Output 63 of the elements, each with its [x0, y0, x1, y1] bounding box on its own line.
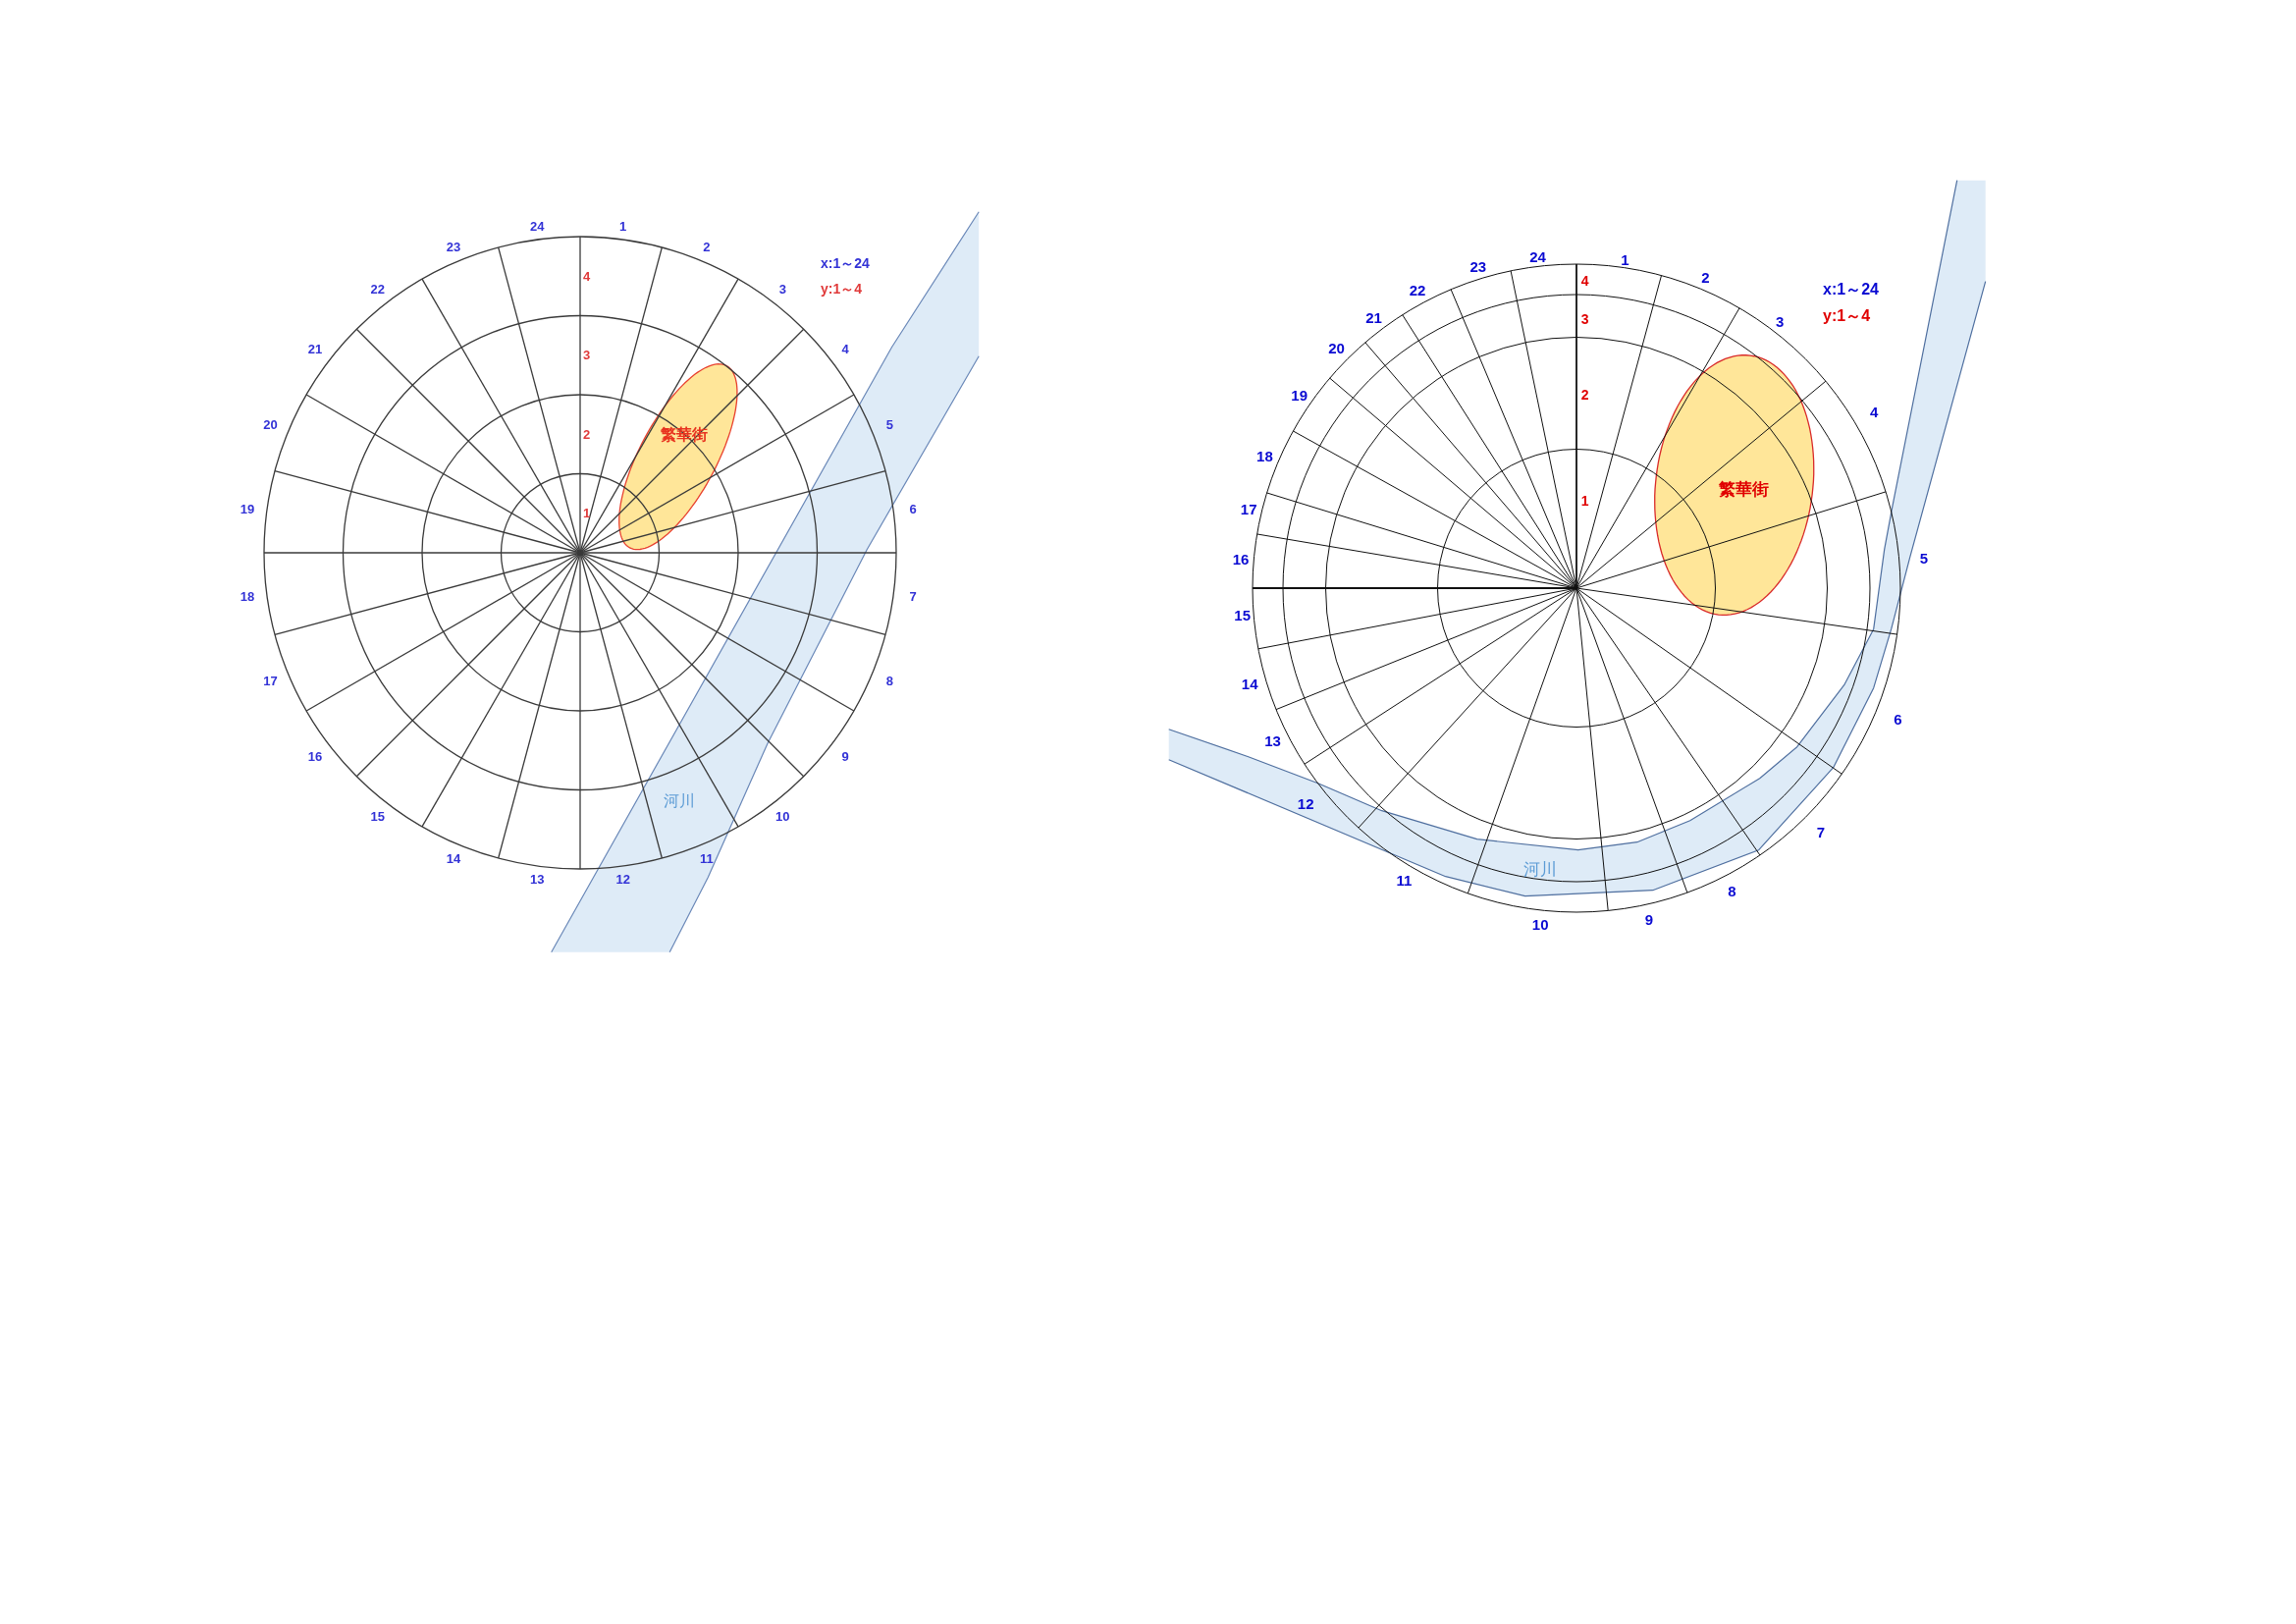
sector-number: 24 — [1529, 248, 1546, 264]
ring-number: 4 — [1580, 273, 1589, 288]
sector-number: 20 — [1328, 340, 1345, 355]
river-label: 河川 — [1523, 861, 1557, 878]
sector-number: 17 — [263, 674, 278, 687]
sector-number: 4 — [841, 342, 849, 355]
sector-number: 13 — [1264, 732, 1281, 748]
sector-number: 10 — [775, 809, 790, 823]
range-note: y:1～4 — [1823, 307, 1871, 324]
sector-number: 18 — [1256, 448, 1273, 463]
sector-number: 5 — [1919, 550, 1929, 566]
sector-number: 12 — [615, 872, 630, 886]
sector-number: 16 — [1232, 551, 1250, 567]
sector-number: 20 — [263, 417, 278, 431]
sector-number: 14 — [446, 851, 461, 865]
sector-number: 16 — [307, 749, 323, 763]
sector-number: 9 — [1644, 911, 1653, 927]
sector-number: 18 — [240, 589, 255, 603]
sector-number: 13 — [530, 872, 545, 886]
sector-number: 5 — [885, 417, 893, 431]
sector-number: 3 — [1776, 313, 1785, 329]
sector-number: 15 — [370, 809, 385, 823]
sector-number: 21 — [307, 342, 323, 355]
sector-number: 22 — [370, 282, 385, 296]
sector-number: 19 — [240, 502, 255, 515]
sector-number: 9 — [841, 749, 849, 763]
sector-number: 23 — [446, 240, 461, 253]
sector-number: 4 — [1869, 404, 1879, 419]
sector-number: 10 — [1531, 916, 1549, 932]
sector-number: 15 — [1234, 607, 1252, 623]
sector-number: 2 — [703, 240, 711, 253]
sector-number: 11 — [700, 851, 714, 865]
sector-number: 1 — [1621, 251, 1629, 267]
ring-number: 1 — [582, 506, 591, 519]
ring-number: 2 — [582, 427, 591, 441]
sector-number: 6 — [909, 502, 917, 515]
range-note: x:1～24 — [1823, 282, 1879, 298]
ring-number: 4 — [582, 269, 591, 283]
ring-number: 1 — [1580, 494, 1589, 509]
sector-number: 8 — [1728, 883, 1736, 898]
sector-number: 14 — [1241, 676, 1258, 691]
ring-number: 3 — [582, 348, 591, 361]
sector-number: 22 — [1409, 282, 1426, 298]
sector-number: 21 — [1365, 309, 1382, 325]
sector-number: 8 — [885, 674, 893, 687]
sector-number: 12 — [1297, 795, 1314, 811]
sector-number: 6 — [1894, 711, 1902, 727]
sector-number: 7 — [909, 589, 917, 603]
sector-number: 17 — [1240, 501, 1257, 515]
district-label: 繁華街 — [1719, 480, 1769, 498]
sector-number: 19 — [1291, 387, 1308, 403]
ring-number: 2 — [1580, 387, 1589, 402]
sector-number: 1 — [619, 219, 627, 233]
sector-number: 2 — [1701, 269, 1710, 285]
range-note: y:1～4 — [821, 281, 863, 296]
sector-number: 3 — [778, 282, 786, 296]
ring-number: 3 — [1580, 312, 1589, 326]
sector-number: 24 — [530, 219, 545, 233]
sector-number: 7 — [1816, 824, 1826, 839]
river-label: 河川 — [664, 793, 695, 810]
sector-number: 11 — [1396, 872, 1413, 888]
range-note: x:1～24 — [821, 255, 870, 270]
sector-number: 23 — [1469, 258, 1487, 274]
